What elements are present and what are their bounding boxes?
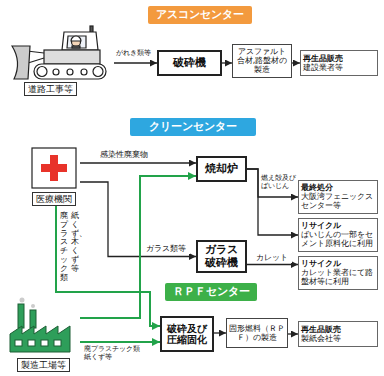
source-site: 道路工事等 <box>6 28 114 96</box>
source-site: 医療機関 <box>28 146 80 206</box>
node-text: ばいじんの一部をセメント原料化に利用 <box>301 230 375 248</box>
node-text: 破砕及び 圧縮固化 <box>165 323 209 346</box>
flow-arrow <box>247 169 298 197</box>
process-box: ガラス 破砕機 <box>196 240 247 273</box>
node-text: アスコンセンター <box>156 9 244 22</box>
flow-label: 燃え殻及びばいじん <box>261 174 298 191</box>
flow-arrow <box>56 206 160 326</box>
flow-label: がれき類等 <box>116 49 154 57</box>
flow-arrow <box>247 169 298 235</box>
node-text: 医療機関 <box>32 192 76 206</box>
flow-arrow <box>80 182 196 257</box>
section-banner: クリーンセンター <box>130 118 256 136</box>
flow-label: ガラス類等 <box>146 244 190 254</box>
node-text: 建設業者等 <box>303 63 343 72</box>
node-text: 製造工場等 <box>17 358 70 372</box>
flow-arrow <box>288 333 298 334</box>
flow-arrow <box>247 264 298 265</box>
process-box: 破砕機 <box>157 50 222 76</box>
product-box: アスファルト合材,路盤材の製造 <box>232 44 292 78</box>
node-text: 破砕機 <box>173 57 206 70</box>
destination-box: 再生品販売建設業者等 <box>300 50 378 76</box>
section-banner: ＲＰＦセンター <box>165 283 257 301</box>
flow-arrow <box>214 332 226 333</box>
node-text: リサイクル <box>301 221 341 230</box>
source-site: 製造工場等 <box>6 300 80 372</box>
flow-label: 廃プラスチック類 紙くず、木くず等 <box>60 212 79 283</box>
product-box: 固形燃料（ＲＰＦ）の製造 <box>226 318 288 348</box>
bulldozer-illustration <box>12 26 106 79</box>
node-text: アスファルト合材,路盤材の製造 <box>235 47 289 75</box>
node-text: 焼却炉 <box>205 163 238 176</box>
section-banner: アスコンセンター <box>148 6 252 24</box>
flow-label: 感染性廃棄物 <box>100 150 152 160</box>
flow-arrow <box>80 162 196 163</box>
flow-arrow <box>80 341 160 343</box>
node-text: 道路工事等 <box>24 82 77 96</box>
node-text: 再生品販売 <box>303 54 343 63</box>
destination-box: 最終処分大阪湾フェニックスセンター等 <box>298 180 378 214</box>
node-text: 再生品販売 <box>301 325 341 334</box>
process-box: 焼却炉 <box>196 156 247 182</box>
flow-arrow <box>114 62 157 63</box>
node-text: 大阪湾フェニックスセンター等 <box>301 192 375 210</box>
destination-box: リサイクルカレット業者にて路盤材等に利用 <box>298 256 378 290</box>
destination-box: 再生品販売製紙会社等 <box>298 321 378 347</box>
node-text: リサイクル <box>301 259 341 268</box>
factory-icon <box>10 298 70 353</box>
node-text: 製紙会社等 <box>301 334 341 343</box>
hospital-icon <box>32 148 76 188</box>
node-text: 最終処分 <box>301 183 333 192</box>
node-text: カレット業者にて路盤材等に利用 <box>301 268 375 286</box>
flow-arrow <box>292 62 300 63</box>
flow-arrow <box>222 62 232 63</box>
node-text: クリーンセンター <box>149 121 237 134</box>
process-box: 破砕及び 圧縮固化 <box>160 316 214 352</box>
node-text: 固形燃料（ＲＰＦ）の製造 <box>229 324 285 342</box>
node-text: ＲＰＦセンター <box>173 286 250 299</box>
node-text: ガラス 破砕機 <box>201 244 242 269</box>
flow-label: 廃プラスチック類 紙くず等 <box>84 345 142 362</box>
flow-label: カレット <box>256 253 292 263</box>
destination-box: リサイクルばいじんの一部をセメント原料化に利用 <box>298 218 378 252</box>
